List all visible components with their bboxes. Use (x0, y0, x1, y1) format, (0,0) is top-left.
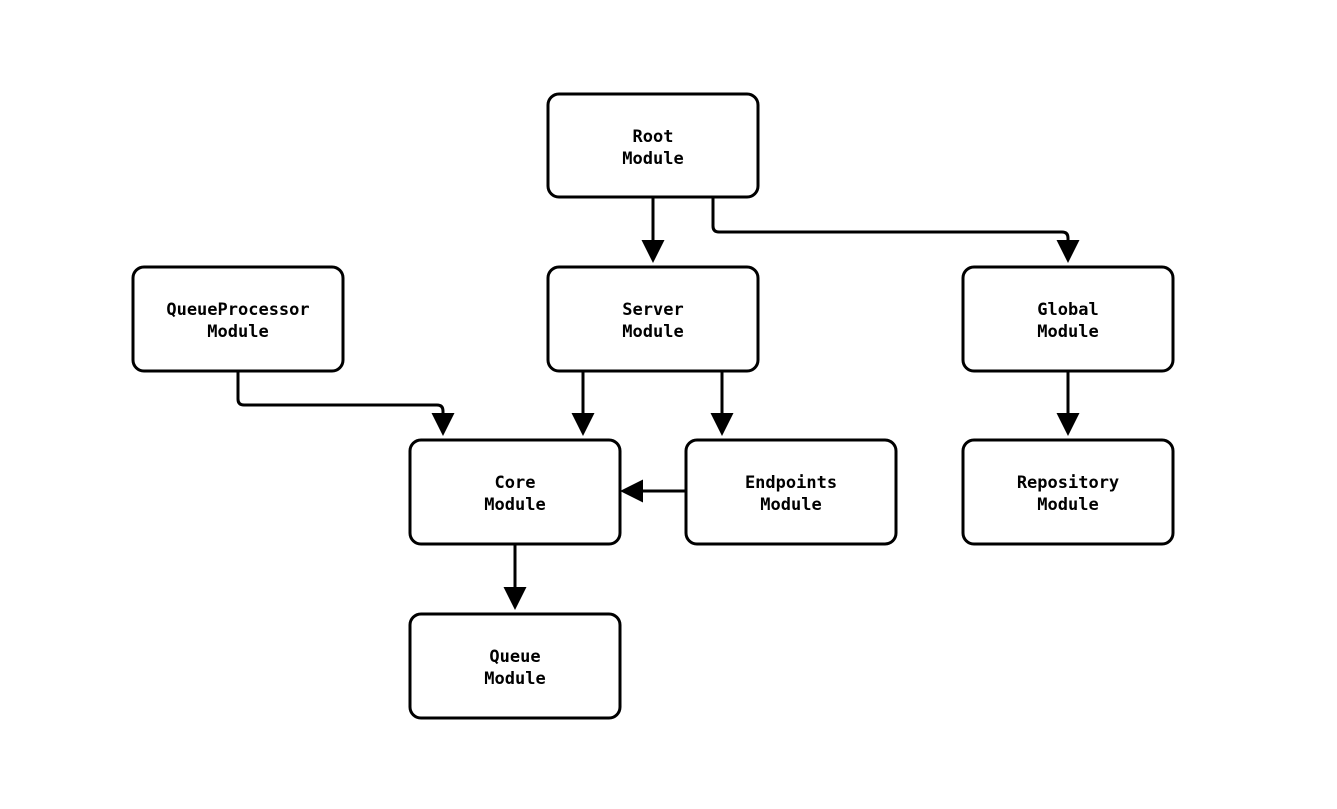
edge-layer (236, 197, 1080, 610)
arrowhead-icon (431, 413, 455, 436)
node-queue-label-line1: Queue (489, 647, 540, 667)
node-endpoints-label-line1: Endpoints (745, 473, 837, 493)
node-global-box[interactable] (961, 265, 1175, 373)
node-server-box[interactable] (546, 265, 760, 373)
node-queue-label-line2: Module (484, 669, 545, 689)
edge-line (711, 197, 1070, 247)
arrowhead-icon (710, 413, 734, 436)
arrowhead-icon (620, 479, 643, 503)
node-repository[interactable]: Repository Module (961, 438, 1175, 546)
edge-root-to-server (641, 197, 665, 263)
node-queueprocessor-label-line1: QueueProcessor (166, 300, 309, 320)
node-core-label-line2: Module (484, 495, 545, 515)
node-root[interactable]: Root Module (546, 92, 760, 199)
node-global-label-line2: Module (1037, 322, 1098, 342)
node-repository-box[interactable] (961, 438, 1175, 546)
node-repository-label-line1: Repository (1017, 473, 1119, 493)
arrowhead-icon (1056, 240, 1080, 263)
node-queueprocessor[interactable]: QueueProcessor Module (131, 265, 345, 373)
node-server-label-line1: Server (622, 300, 683, 320)
node-server[interactable]: Server Module (546, 265, 760, 373)
node-core[interactable]: Core Module (408, 438, 622, 546)
node-core-label-line1: Core (495, 473, 536, 493)
node-global[interactable]: Global Module (961, 265, 1175, 373)
node-queueprocessor-box[interactable] (131, 265, 345, 373)
arrowhead-icon (641, 240, 665, 263)
node-queueprocessor-label-line2: Module (207, 322, 268, 342)
edge-line (236, 371, 445, 420)
node-queue-box[interactable] (408, 612, 622, 720)
edge-endpoints-to-core (620, 479, 686, 503)
arrowhead-icon (571, 413, 595, 436)
edge-global-to-repository (1056, 371, 1080, 436)
node-endpoints[interactable]: Endpoints Module (684, 438, 898, 546)
arrowhead-icon (1056, 413, 1080, 436)
edge-server-to-endpoints (710, 371, 734, 436)
edge-core-to-queue (503, 544, 527, 610)
node-global-label-line1: Global (1037, 300, 1098, 320)
node-layer: Root Module QueueProcessor Module Server… (131, 92, 1175, 720)
node-queue[interactable]: Queue Module (408, 612, 622, 720)
node-endpoints-box[interactable] (684, 438, 898, 546)
node-repository-label-line2: Module (1037, 495, 1098, 515)
node-server-label-line2: Module (622, 322, 683, 342)
node-root-label-line2: Module (622, 149, 683, 169)
node-endpoints-label-line2: Module (760, 495, 821, 515)
arrowhead-icon (503, 587, 527, 610)
edge-server-to-core (571, 371, 595, 436)
node-root-label-line1: Root (633, 127, 674, 147)
node-core-box[interactable] (408, 438, 622, 546)
node-root-box[interactable] (546, 92, 760, 199)
edge-root-to-global (711, 197, 1080, 263)
edge-queueprocessor-to-core (236, 371, 455, 436)
